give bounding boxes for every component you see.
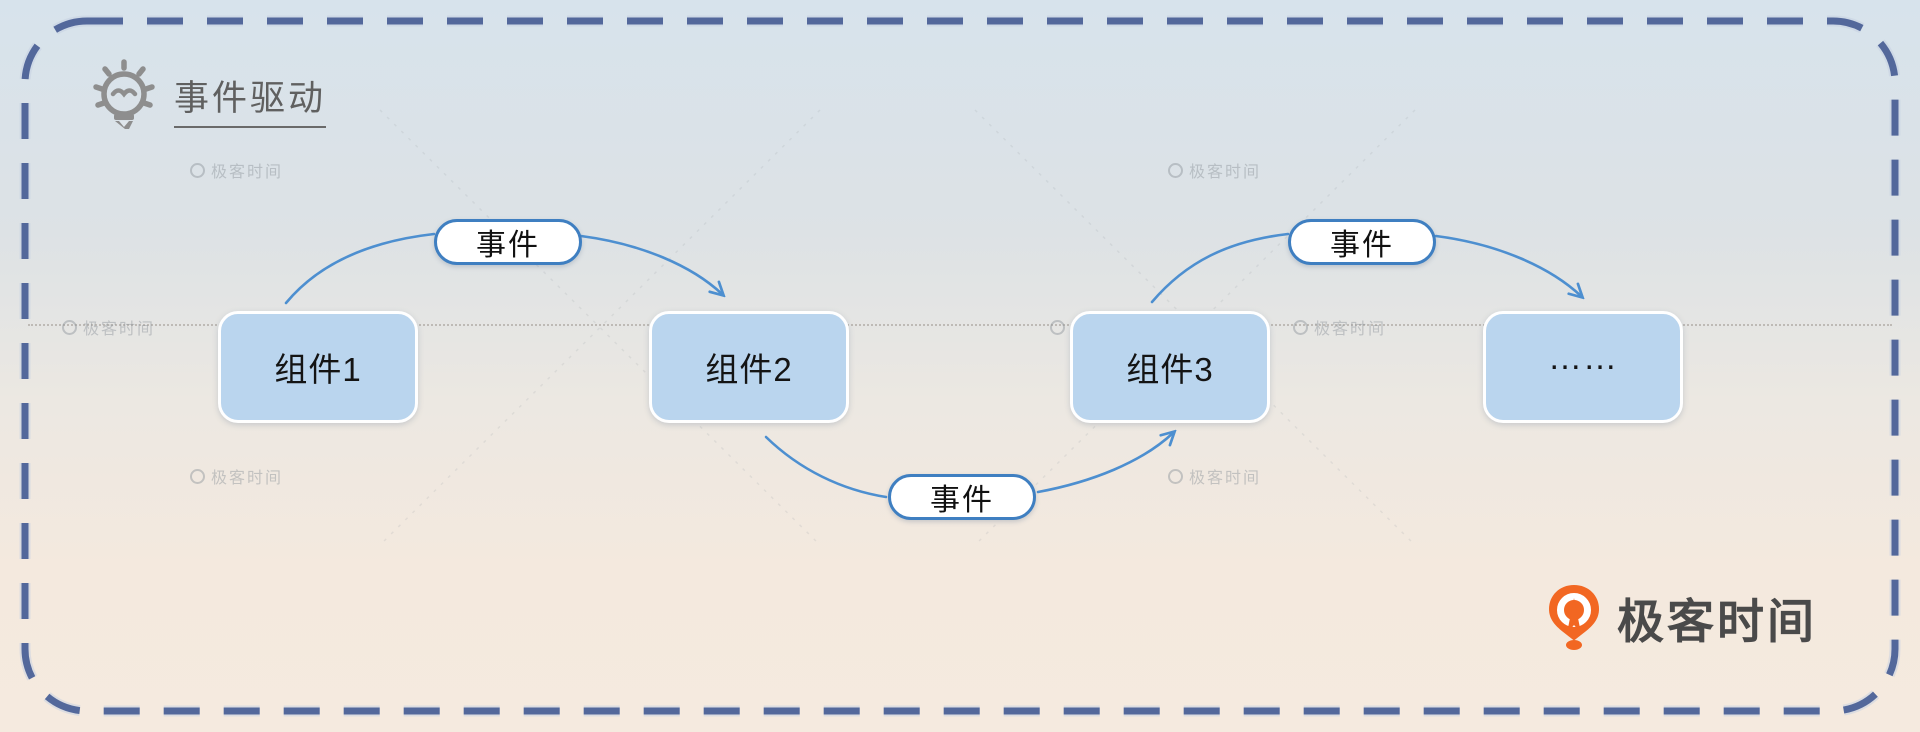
- arrow-event2-to-comp3: [1036, 433, 1173, 494]
- geektime-logo-text: 极客时间: [1617, 595, 1817, 648]
- geektime-logo: 极客时间: [1546, 583, 1817, 652]
- component-label: ……: [1548, 338, 1618, 377]
- component-box-3: 组件3: [1070, 311, 1270, 423]
- event-pill-3: 事件: [1288, 219, 1436, 265]
- component-label: 组件1: [274, 351, 362, 388]
- geektime-logo-icon: [1549, 584, 1599, 650]
- component-label: 组件2: [705, 351, 793, 388]
- arrow-event3-to-comp4: [1434, 234, 1581, 296]
- event-pill-label: 事件: [476, 229, 540, 262]
- arrow-comp3-to-event3: [1150, 232, 1290, 304]
- event-pill-label: 事件: [930, 484, 994, 517]
- component-box-2: 组件2: [649, 311, 849, 423]
- component-box-more: ……: [1483, 311, 1683, 423]
- arrow-event1-to-comp2: [579, 234, 722, 294]
- event-pill-label: 事件: [1330, 229, 1394, 262]
- event-pill-1: 事件: [434, 219, 582, 265]
- arrow-comp2-to-event2: [764, 435, 888, 499]
- component-label: 组件3: [1126, 351, 1214, 388]
- lightbulb-icon: [93, 59, 155, 129]
- arrow-comp1-to-event1: [284, 232, 436, 305]
- header: 事件驱动: [88, 52, 327, 136]
- component-box-1: 组件1: [218, 311, 418, 423]
- page-title: 事件驱动: [174, 70, 327, 128]
- event-pill-2: 事件: [888, 474, 1036, 520]
